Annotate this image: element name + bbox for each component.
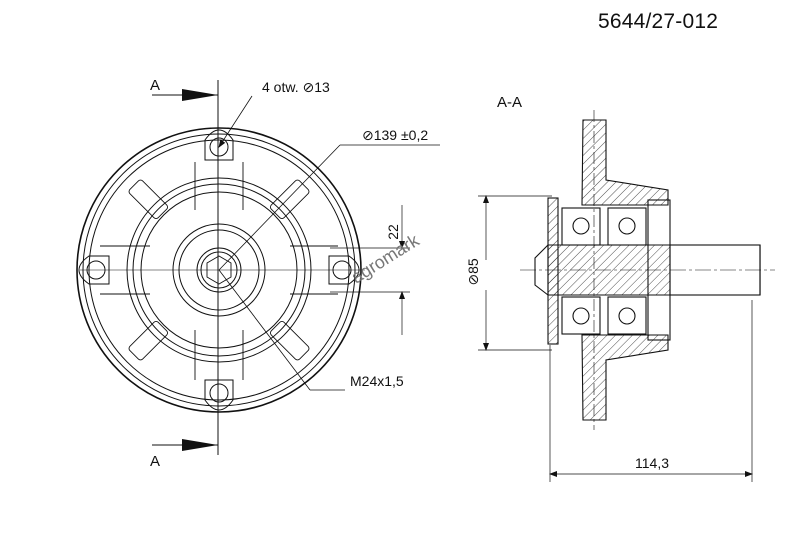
section-view — [478, 110, 775, 482]
section-arrow-bottom — [152, 439, 218, 451]
mounting-holes — [78, 129, 360, 411]
bearings — [561, 207, 647, 335]
cut-label-top: A — [150, 77, 160, 94]
cut-label-bottom: A — [150, 453, 160, 470]
offset-dimension: 22 — [385, 224, 401, 240]
section-arrow-top — [152, 89, 218, 101]
ribs — [100, 162, 338, 380]
thread-dimension: M24x1,5 — [350, 373, 404, 389]
overall-length-dimension: 114,3 — [635, 455, 669, 471]
front-view — [76, 80, 440, 455]
part-number: 5644/27-012 — [598, 10, 719, 33]
bore-diameter-dimension: ⊘85 — [465, 258, 481, 286]
outer-rim — [76, 127, 362, 413]
hub-bore — [196, 247, 242, 293]
bolt-circle-dimension: ⊘139 ±0,2 — [362, 127, 428, 143]
flange — [581, 119, 669, 206]
holes-dimension: 4 otw. ⊘13 — [262, 79, 330, 95]
section-title: A-A — [497, 94, 522, 111]
